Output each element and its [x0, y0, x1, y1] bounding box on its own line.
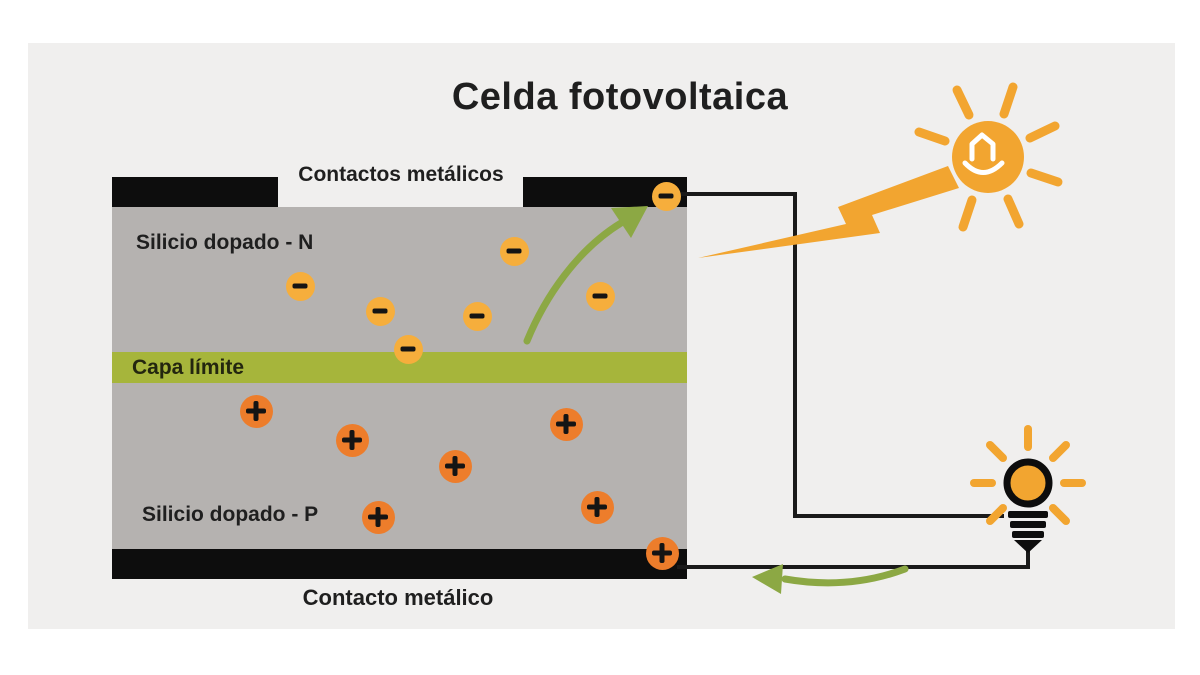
- n-region-label: Silicio dopado - N: [136, 231, 314, 254]
- hole-symbol: [580, 490, 614, 524]
- hole-symbol: [335, 423, 369, 457]
- symbol-vertical-stroke: [253, 401, 259, 421]
- bottom-contact-label: Contacto metálico: [302, 585, 494, 610]
- symbol-horizontal-stroke: [506, 248, 522, 254]
- symbol-horizontal-stroke: [372, 308, 388, 314]
- electron-symbol: [585, 281, 615, 311]
- hole-symbol: [549, 407, 583, 441]
- hole-symbol: [438, 449, 472, 483]
- electron-symbol: [365, 296, 395, 326]
- hole-symbol: [239, 394, 273, 428]
- symbol-vertical-stroke: [349, 430, 355, 450]
- symbol-horizontal-stroke: [400, 346, 416, 352]
- p-region-label: Silicio dopado - P: [142, 503, 319, 526]
- symbol-vertical-stroke: [659, 543, 665, 563]
- top-contacts-label: Contactos metálicos: [298, 163, 504, 186]
- electron-symbol: [462, 301, 492, 331]
- symbol-vertical-stroke: [375, 507, 381, 527]
- metal-contact-top-left: [112, 177, 278, 207]
- symbol-horizontal-stroke: [592, 293, 608, 299]
- symbol-vertical-stroke: [594, 497, 600, 517]
- negative-terminal-symbol: [651, 181, 681, 211]
- symbol-vertical-stroke: [563, 414, 569, 434]
- diagram-title: Celda fotovoltaica: [451, 76, 789, 118]
- electron-symbol: [285, 271, 315, 301]
- metal-contact-bottom: [112, 549, 687, 579]
- symbol-horizontal-stroke: [469, 313, 485, 319]
- hole-symbol: [361, 500, 395, 534]
- positive-terminal-symbol: [645, 536, 679, 570]
- boundary-layer-label: Capa límite: [132, 356, 245, 379]
- symbol-vertical-stroke: [452, 456, 458, 476]
- symbol-horizontal-stroke: [292, 283, 308, 289]
- symbol-horizontal-stroke: [658, 193, 674, 199]
- electron-symbol: [499, 236, 529, 266]
- electron-symbol: [393, 334, 423, 364]
